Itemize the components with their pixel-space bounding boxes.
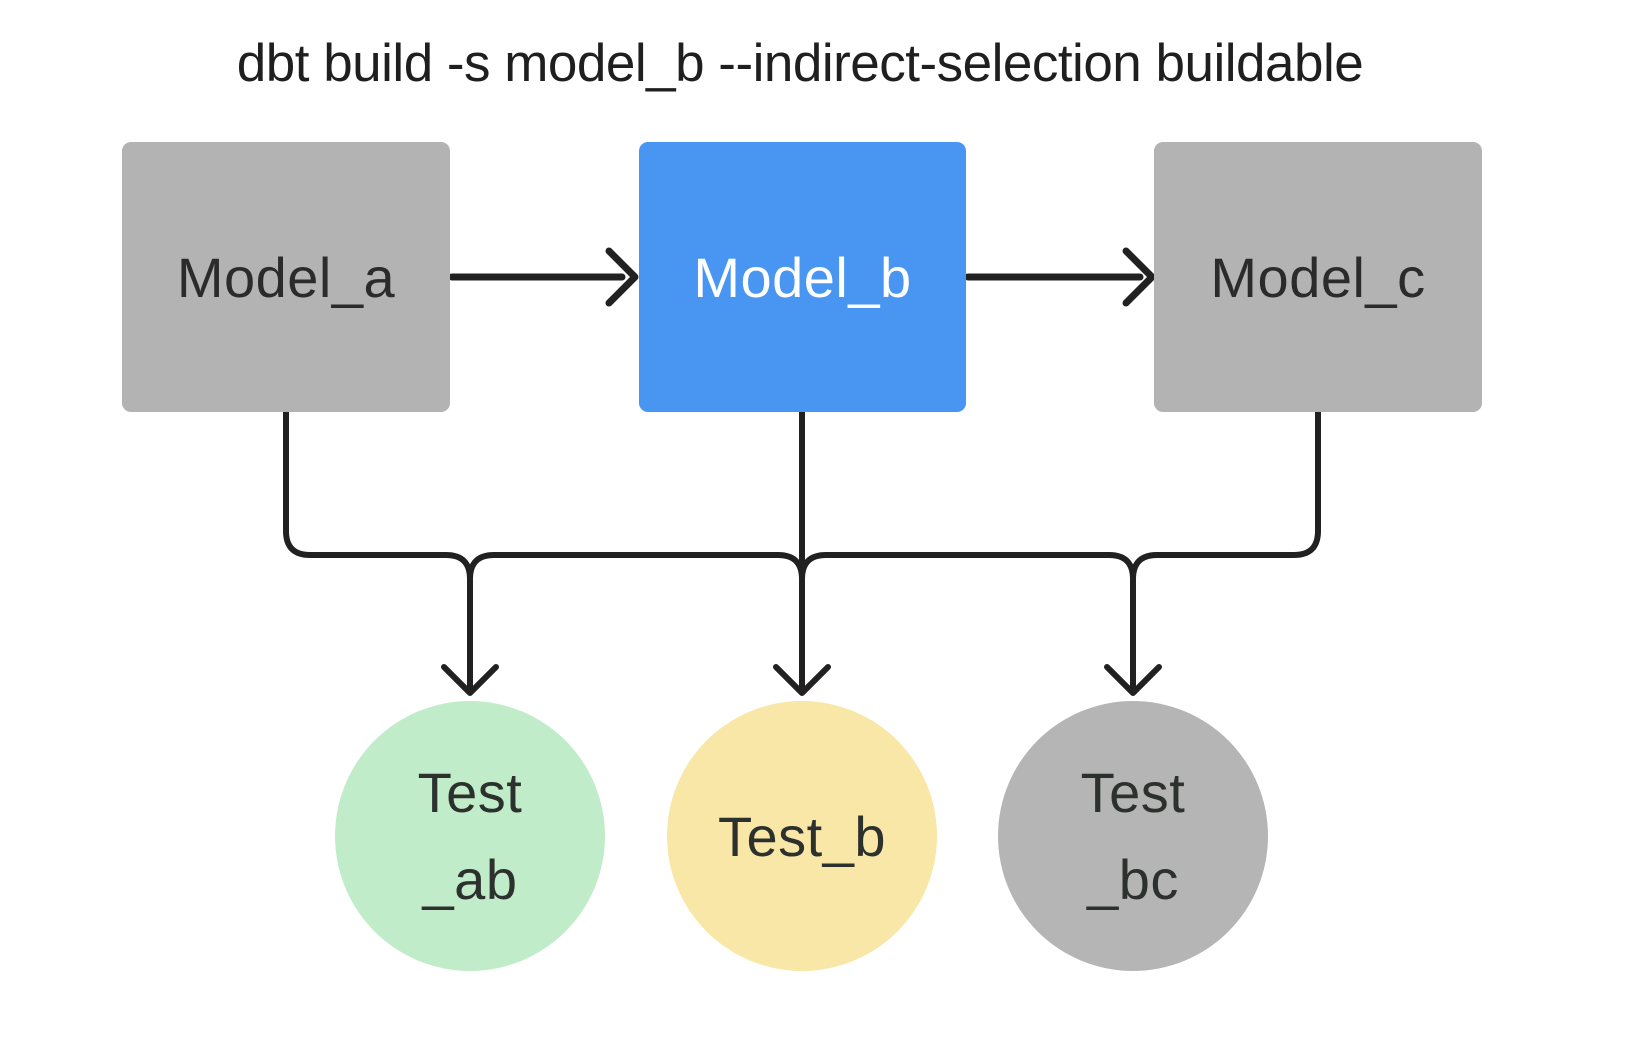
edge-model-a-to-test-ab — [283, 409, 499, 696]
node-test-bc: Test _bc — [998, 701, 1268, 971]
edge-model-a-to-model-b — [448, 247, 639, 307]
edge-model-b-to-test-bc — [799, 552, 1162, 696]
node-test-ab: Test _ab — [335, 701, 605, 971]
node-test-ab-label-line1: Test — [417, 761, 523, 824]
node-model-c: Model_c — [1154, 142, 1482, 412]
arrowhead-down-icon — [441, 664, 499, 696]
node-test-b-label-line1: Test_b — [718, 804, 886, 868]
edge-model-c-to-test-bc — [1130, 409, 1321, 582]
node-test-b: Test_b — [667, 701, 937, 971]
node-model-b-label: Model_b — [693, 245, 912, 309]
node-test-ab-label-line2: _ab — [422, 848, 518, 911]
node-test-bc-label-line2: _bc — [1087, 848, 1179, 911]
node-model-a-label: Model_a — [176, 245, 396, 309]
diagram-title: dbt build -s model_b --indirect-selectio… — [236, 34, 1364, 93]
node-model-a: Model_a — [122, 142, 450, 412]
arrowhead-right-icon — [605, 247, 639, 307]
node-model-b: Model_b — [639, 142, 966, 412]
node-model-c-label: Model_c — [1210, 245, 1426, 309]
arrowhead-down-icon — [773, 664, 831, 696]
arrowhead-down-icon — [1104, 664, 1162, 696]
arrowhead-right-icon — [1122, 247, 1156, 307]
edge-model-b-to-test-ab — [467, 552, 805, 582]
edge-model-b-to-test-b — [773, 409, 831, 696]
edge-model-b-to-model-c — [964, 247, 1156, 307]
node-test-bc-label-line1: Test — [1080, 761, 1186, 824]
